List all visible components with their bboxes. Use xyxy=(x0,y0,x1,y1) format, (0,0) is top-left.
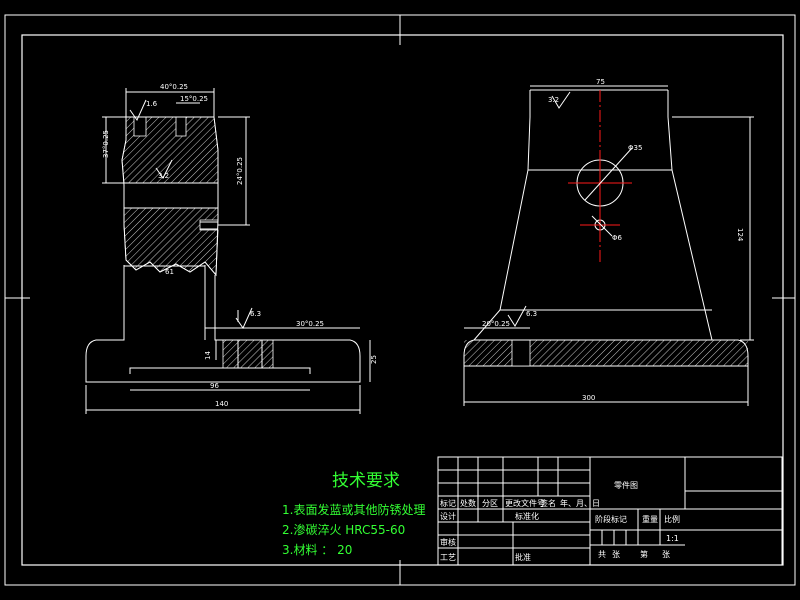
note-item-1: 1.表面发蓝或其他防锈处理 xyxy=(282,502,425,517)
note-item-3: 3.材料 ： 20 xyxy=(282,543,352,557)
roughness-1: 1.6 xyxy=(146,100,158,108)
dim-circle-dia: Φ35 xyxy=(628,144,642,152)
tb-weight: 重量 xyxy=(642,514,658,524)
dim-lower-width: 61 xyxy=(165,268,174,276)
roughness-2: 3.2 xyxy=(158,172,169,180)
notes-title: 技术要求 xyxy=(332,471,400,491)
dim-right-bottom-width: 300 xyxy=(582,394,595,402)
dim-bottom-overall: 140 xyxy=(215,400,228,408)
tb-approve: 批准 xyxy=(515,552,531,562)
tb-scale: 1:1 xyxy=(666,534,679,543)
dim-small: 14 xyxy=(204,351,212,360)
tb-label-count: 处数 xyxy=(460,498,476,508)
tb-sheet-unit-1: 张 xyxy=(612,550,620,559)
dim-top-width: 40°0.25 xyxy=(160,83,188,91)
dim-right-top-width: 75 xyxy=(596,78,605,86)
title-block xyxy=(437,456,783,566)
dim-bottom-inner: 96 xyxy=(210,382,219,390)
dim-height-left: 37°0.25 xyxy=(102,130,110,158)
drawing-frame xyxy=(4,14,796,586)
tb-label-date: 年、月、日 xyxy=(560,498,600,508)
roughness-3: 6.3 xyxy=(250,310,261,318)
part-title: 零件图 xyxy=(614,480,638,490)
tb-label-change: 更改文件号 xyxy=(505,498,545,508)
left-view xyxy=(85,88,371,414)
dim-hole: 30°0.25 xyxy=(296,320,324,328)
tb-review: 审核 xyxy=(440,537,456,547)
roughness-right-2: 6.3 xyxy=(526,310,537,318)
tb-sheet-total: 共 xyxy=(598,550,606,559)
note-item-2: 2.渗碳淬火 HRC55-60 xyxy=(282,522,405,537)
dim-slot: 15°0.25 xyxy=(180,95,208,103)
tb-sheet-num: 第 xyxy=(640,549,648,559)
tb-design: 设计 xyxy=(440,511,456,521)
dim-height-right: 24°0.25 xyxy=(236,157,244,185)
tb-label-zone: 分区 xyxy=(482,499,498,508)
tb-ratio: 比例 xyxy=(664,514,680,524)
dim-right-height: 124 xyxy=(736,228,744,242)
dim-base-height: 25 xyxy=(370,355,378,364)
tb-process: 工艺 xyxy=(440,553,456,562)
tb-label-sign: 签名 xyxy=(540,498,556,508)
tb-sheet-unit-2: 张 xyxy=(662,550,670,559)
dim-slot-left: 20°0.25 xyxy=(482,320,510,328)
roughness-right-1: 3.2 xyxy=(548,96,559,104)
tb-stage: 阶段标记 xyxy=(595,514,627,524)
tb-label-mark: 标记 xyxy=(440,498,456,508)
tb-standard: 标准化 xyxy=(515,511,539,521)
dim-small-hole: Φ6 xyxy=(612,234,623,242)
right-view xyxy=(463,85,754,406)
